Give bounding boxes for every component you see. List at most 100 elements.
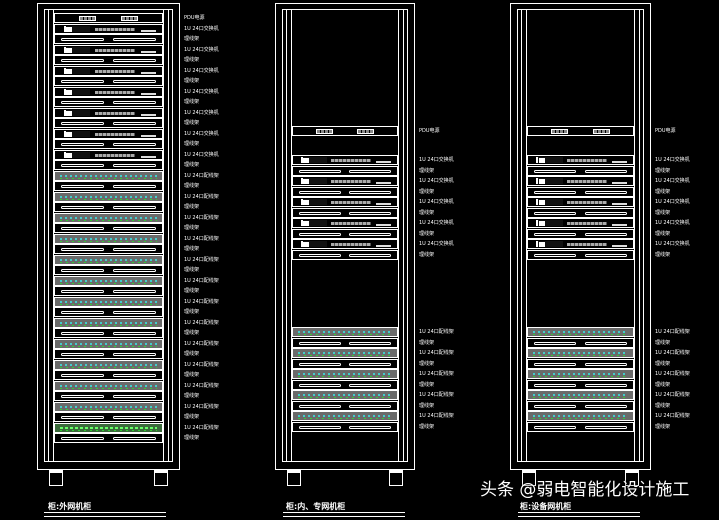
switch-uplink-ports [376, 241, 391, 247]
unit-label: 1U 24口配线架 [184, 361, 219, 368]
cable-manager-bar [112, 227, 156, 230]
cable-manager [54, 118, 163, 128]
unit-label: 理线架 [655, 360, 671, 367]
switch-logo-icon [65, 89, 72, 95]
cable-manager-bar [112, 437, 156, 440]
unit-label: 理线架 [184, 225, 200, 231]
patch-panel [292, 411, 398, 421]
cable-manager [527, 379, 634, 390]
switch-uplink-ports [140, 88, 156, 95]
patch-panel-labels [298, 334, 392, 335]
switch-uplink-ports [140, 67, 156, 74]
unit-label: 1U 24口交换机 [419, 199, 454, 205]
patch-panel-labels [533, 418, 628, 419]
patch-panel-labels [60, 366, 157, 368]
unit-label: 理线架 [184, 78, 200, 84]
cable-manager [54, 433, 163, 443]
unit-label: PDU电源 [655, 128, 676, 134]
patch-panel [54, 317, 163, 328]
switch-ports [94, 69, 136, 73]
patch-panel-ports [533, 373, 628, 375]
cable-manager [54, 202, 163, 212]
network-switch [54, 65, 163, 76]
unit-label: 1U 24口交换机 [184, 130, 219, 137]
rack-foot-right [625, 470, 639, 486]
cable-manager-bar [349, 404, 391, 408]
network-switch [54, 44, 163, 55]
patch-panel-labels [60, 177, 157, 179]
rack-inner-frame [517, 9, 644, 462]
network-switch [54, 107, 163, 118]
patch-panel-labels [533, 397, 628, 398]
unit-label: 理线架 [655, 339, 671, 346]
switch-front-panel [301, 178, 328, 184]
patch-panel-ports [533, 352, 628, 354]
switch-ports [94, 111, 136, 115]
patch-panel-ports [60, 279, 157, 282]
patch-panel-ports [60, 384, 157, 387]
switch-logo-icon [303, 179, 310, 184]
rack-foot-left [287, 470, 301, 486]
patch-panel-ports [60, 405, 157, 408]
rack-outer-frame [275, 3, 415, 470]
cable-manager-bar [112, 332, 156, 335]
network-switch [527, 155, 634, 165]
cable-manager-bar [534, 211, 577, 215]
unit-label: PDU电源 [419, 128, 440, 134]
switch-ports [94, 132, 136, 136]
rack-foot-left [49, 470, 63, 486]
unit-label: 1U 24口交换机 [655, 178, 690, 184]
switch-logo-icon [65, 110, 72, 116]
cable-manager-bar [584, 362, 627, 366]
patch-panel-labels [298, 418, 392, 419]
rack-outer-frame [37, 3, 180, 470]
unit-label: 理线架 [419, 251, 435, 258]
switch-uplink-ports [376, 220, 391, 226]
pdu-power-strip [292, 126, 398, 136]
unit-label: 1U 24口配线架 [419, 371, 454, 377]
network-switch [527, 239, 634, 249]
unit-label: 理线架 [655, 402, 671, 409]
pdu-socket-icon [78, 16, 96, 21]
cable-manager [527, 400, 634, 411]
unit-label: 1U 24口配线架 [184, 298, 219, 305]
cable-manager-bar [61, 227, 105, 230]
unit-label: 理线架 [655, 423, 671, 430]
patch-panel [54, 296, 163, 307]
switch-front-panel [301, 220, 328, 226]
switch-uplink-ports [140, 109, 156, 116]
cable-manager-bar [534, 383, 577, 387]
patch-panel-ports [533, 415, 628, 417]
patch-panel [54, 380, 163, 391]
cable-manager-bar [61, 395, 105, 398]
cable-manager [54, 181, 163, 191]
cable-manager-bar [349, 211, 391, 215]
switch-uplink-ports [612, 220, 627, 226]
title-underline-2 [283, 512, 405, 517]
unit-label: 1U 24口交换机 [419, 241, 454, 247]
cable-manager-bar [584, 383, 627, 387]
cable-manager-bar [349, 253, 391, 257]
switch-ports [331, 180, 371, 183]
switch-logo-icon [303, 242, 310, 247]
unit-label: 1U 24口交换机 [655, 220, 690, 226]
patch-panel-labels [533, 376, 628, 377]
switch-ports [331, 201, 371, 204]
unit-label: 理线架 [419, 209, 435, 216]
unit-label: 理线架 [419, 188, 435, 195]
unit-label: 1U 24口配线架 [419, 350, 454, 356]
pdu-socket-icon [121, 16, 139, 21]
cable-manager-bar [349, 169, 391, 173]
switch-front-panel [63, 130, 91, 137]
cable-manager-bar [61, 332, 105, 335]
unit-label: 1U 24口配线架 [419, 329, 454, 335]
cable-manager-bar [112, 416, 156, 419]
cable-manager [292, 358, 398, 369]
cable-manager [54, 349, 163, 359]
patch-panel [54, 191, 163, 202]
patch-panel-labels [60, 303, 157, 305]
patch-panel-labels [60, 219, 157, 221]
switch-logo-icon [538, 179, 545, 184]
cable-manager [527, 421, 634, 432]
cable-manager [527, 337, 634, 348]
